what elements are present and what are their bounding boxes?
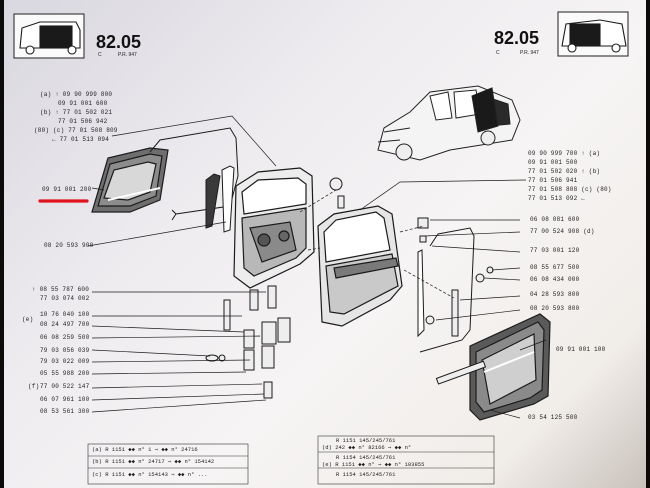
part-number: 10 76 040 100: [40, 311, 90, 318]
part-number: 08 55 677 500: [530, 264, 580, 271]
part-number: 77 03 074 002: [40, 295, 90, 302]
door-outer-panel-right: [469, 313, 551, 421]
part-number: 06 07 961 100: [40, 396, 90, 403]
section-number-right: 82.05: [494, 28, 540, 48]
part-number: 77 01 506 942: [58, 118, 108, 125]
part-number: (a) ↑ 09 90 999 800: [40, 91, 113, 98]
part-number: 08 24 497 700: [40, 321, 90, 328]
car-perspective-drawing: [377, 85, 521, 161]
part-number: 09 91 001 600: [58, 100, 108, 107]
section-sub-left-c: C: [98, 52, 102, 58]
part-number: ← 77 01 513 094: [52, 136, 110, 143]
table-row: (c) R 1151 ◆◆ n° 154143 ⇒ ◆◆ n° ...: [92, 471, 208, 478]
table-row: (d) 242 ◆◆ n° 82166 ⇒ ◆◆ n°: [322, 444, 412, 451]
door-outer-panel-left: [91, 147, 169, 213]
door-seal-right: [417, 227, 475, 353]
table-row: R 1154 145/245/761: [336, 471, 396, 478]
part-number: 09 90 999 700 ↑ (a): [528, 150, 601, 157]
part-number: 77 00 522 147: [40, 383, 90, 390]
part-number: 08 53 561 300: [40, 408, 90, 415]
door-hinges: [205, 177, 494, 399]
part-number: 77 03 001 120: [530, 247, 580, 254]
highlighted-part-number: 09 91 001 200: [42, 186, 92, 193]
part-number: 77 01 502 020 ↑ (b): [528, 168, 601, 175]
rear-door-outer-right: [317, 205, 403, 327]
section-sub-right-c: C: [496, 50, 500, 56]
bottom-table-frame: [87, 435, 495, 485]
leader-lines: [87, 115, 547, 419]
part-number: 79 03 022 009: [40, 358, 90, 365]
section-sub-right-pr: P.R. 947: [520, 50, 539, 56]
part-number: 08 20 593 900: [44, 242, 94, 249]
part-number: 77 01 513 092 ←: [528, 195, 586, 202]
part-number: 77 01 506 941: [528, 177, 578, 184]
part-number: 77 00 524 908 (d): [530, 228, 595, 235]
table-row: (a) R 1151 ◆◆ n° 1 ⇒ ◆◆ n° 24716: [92, 446, 198, 453]
part-number: 06 08 081 600: [530, 216, 580, 223]
label-e: (e): [22, 316, 34, 323]
part-number: ↑ 08 55 787 600: [32, 286, 90, 293]
part-number: (b) ↑ 77 01 502 021: [40, 109, 113, 116]
part-number: 06 08 259 500: [40, 334, 90, 341]
label-f: (f): [28, 383, 40, 390]
part-number: 05 55 988 200: [40, 370, 90, 377]
window-channel-left: [205, 165, 235, 233]
rear-door-inner-frame: [233, 167, 315, 289]
part-number: 79 03 056 039: [40, 347, 90, 354]
part-number: (80) (c) 77 01 508 809: [34, 127, 118, 134]
part-number: 04 28 593 800: [530, 291, 580, 298]
car-icon-left: [13, 13, 85, 59]
part-number: 08 20 593 800: [530, 305, 580, 312]
part-number: 06 08 434 000: [530, 276, 580, 283]
table-row: R 1154 145/245/761: [336, 454, 396, 461]
part-number: 77 01 508 808 (c) (80): [528, 186, 612, 193]
table-row: R 1151 145/245/761: [336, 437, 396, 444]
table-row: (e) R 1151 ◆◆ n° ⇒ ◆◆ n° 103855: [322, 461, 425, 468]
car-icon-right: [557, 11, 629, 57]
part-number: 03 54 125 500: [528, 414, 578, 421]
section-number-left: 82.05: [96, 32, 142, 52]
section-sub-left-pr: P.R. 947: [118, 52, 137, 58]
part-number: 09 91 001 100: [556, 346, 606, 353]
table-row: (b) R 1151 ◆◆ n° 24717 ⇒ ◆◆ n° 154142: [92, 458, 215, 465]
part-number: 09 91 001 500: [528, 159, 578, 166]
